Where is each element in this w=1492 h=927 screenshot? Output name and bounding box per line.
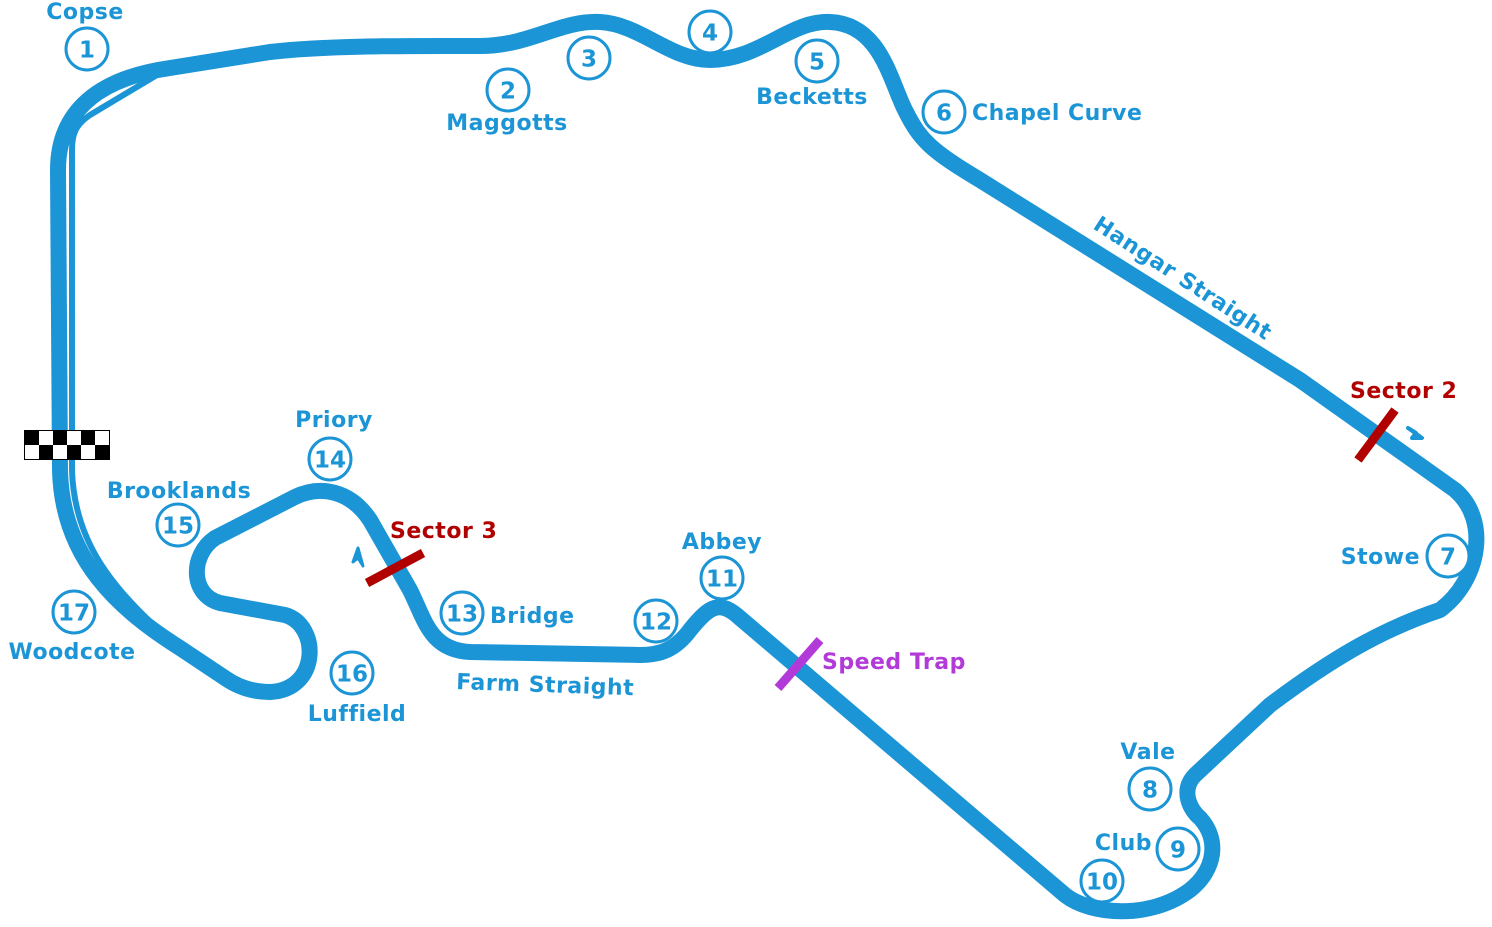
flag-square bbox=[81, 445, 95, 459]
flag-square bbox=[39, 431, 53, 445]
corner-number: 9 bbox=[1170, 838, 1186, 864]
flag-square bbox=[95, 445, 109, 459]
sector2-label: Sector 2 bbox=[1350, 379, 1457, 404]
flag-square bbox=[81, 431, 95, 445]
corner-badge: 11 bbox=[699, 555, 745, 601]
corner-number: 3 bbox=[581, 47, 597, 73]
farm-straight-label: Farm Straight bbox=[456, 670, 635, 701]
corner-circle bbox=[633, 598, 679, 644]
corner-badge: 3 bbox=[566, 35, 612, 81]
flag-square bbox=[95, 431, 109, 445]
corner-circle bbox=[1155, 826, 1201, 872]
corner-circle bbox=[51, 589, 97, 635]
corner-number: 17 bbox=[58, 601, 90, 627]
corner-circle bbox=[1425, 533, 1471, 579]
corner-number: 6 bbox=[936, 101, 952, 127]
corner-badge: 16 bbox=[329, 650, 375, 696]
sector3-marker bbox=[364, 549, 426, 587]
corner-name-abbey: Abbey bbox=[682, 530, 762, 555]
track-main bbox=[50, 13, 1485, 920]
corner-circle bbox=[699, 555, 745, 601]
flag-square bbox=[25, 431, 39, 445]
corner-number: 12 bbox=[640, 610, 672, 636]
corner-circle bbox=[155, 502, 201, 548]
corner-badge: 4 bbox=[687, 9, 733, 55]
corner-number: 16 bbox=[336, 662, 368, 688]
corner-circle bbox=[485, 67, 531, 113]
pit-lane bbox=[69, 63, 183, 651]
flag-square bbox=[67, 445, 81, 459]
corner-name-bridge: Bridge bbox=[490, 604, 575, 629]
corner-badge: 9 bbox=[1155, 826, 1201, 872]
corner-number: 8 bbox=[1142, 778, 1158, 804]
corner-name-chapel: Chapel Curve bbox=[972, 101, 1142, 126]
corner-badge: 17 bbox=[51, 589, 97, 635]
corner-name-woodcote: Woodcote bbox=[8, 640, 135, 665]
corner-badge: 6 bbox=[921, 89, 967, 135]
corner-circle bbox=[329, 650, 375, 696]
corner-name-copse: Copse bbox=[46, 0, 124, 25]
corner-badge: 1 bbox=[64, 26, 110, 72]
corner-number: 4 bbox=[702, 21, 718, 47]
direction-arrow-icon bbox=[351, 546, 365, 568]
corner-circle bbox=[439, 590, 485, 636]
corner-number: 5 bbox=[809, 50, 825, 76]
corner-badge: 13 bbox=[439, 590, 485, 636]
corner-number: 7 bbox=[1440, 545, 1456, 571]
corner-circle bbox=[1079, 858, 1125, 904]
flag-square bbox=[25, 445, 39, 459]
checkered-flag-icon bbox=[24, 430, 110, 460]
flag-square bbox=[39, 445, 53, 459]
speed-trap-marker bbox=[774, 637, 824, 691]
corner-badge: 7 bbox=[1425, 533, 1471, 579]
corner-number: 14 bbox=[314, 448, 346, 474]
corner-number: 2 bbox=[500, 79, 516, 105]
sector3-label: Sector 3 bbox=[390, 519, 497, 544]
corner-badge: 15 bbox=[155, 502, 201, 548]
flag-square bbox=[53, 431, 67, 445]
flag-square bbox=[53, 445, 67, 459]
corner-badge: 14 bbox=[307, 436, 353, 482]
corner-badge: 5 bbox=[794, 38, 840, 84]
corner-badge: 12 bbox=[633, 598, 679, 644]
corner-circle bbox=[687, 9, 733, 55]
corner-number: 11 bbox=[706, 567, 738, 593]
corner-circle bbox=[921, 89, 967, 135]
sector2-marker bbox=[1354, 407, 1399, 463]
corner-circle bbox=[566, 35, 612, 81]
hangar-straight-label: Hangar Straight bbox=[1089, 212, 1276, 346]
corner-circle bbox=[1127, 766, 1173, 812]
corner-name-stowe: Stowe bbox=[1341, 545, 1420, 570]
corner-circle bbox=[794, 38, 840, 84]
corner-name-priory: Priory bbox=[295, 408, 373, 433]
corner-circle bbox=[64, 26, 110, 72]
corner-circle bbox=[307, 436, 353, 482]
corner-name-maggotts: Maggotts bbox=[446, 111, 567, 136]
corner-number: 13 bbox=[446, 602, 478, 628]
corner-name-luffield: Luffield bbox=[308, 702, 407, 727]
corner-name-brooklands: Brooklands bbox=[107, 479, 251, 504]
corner-badge: 10 bbox=[1079, 858, 1125, 904]
corner-number: 1 bbox=[79, 38, 95, 64]
corner-name-club: Club bbox=[1095, 831, 1152, 856]
corner-number: 10 bbox=[1086, 870, 1118, 896]
corner-number: 15 bbox=[162, 514, 194, 540]
corner-name-vale: Vale bbox=[1120, 740, 1175, 765]
corner-badge: 8 bbox=[1127, 766, 1173, 812]
corner-name-becketts: Becketts bbox=[756, 85, 868, 110]
direction-arrow-icon bbox=[1406, 426, 1424, 440]
flag-square bbox=[67, 431, 81, 445]
corner-badge: 2 bbox=[485, 67, 531, 113]
speed-trap-label: Speed Trap bbox=[822, 650, 966, 675]
